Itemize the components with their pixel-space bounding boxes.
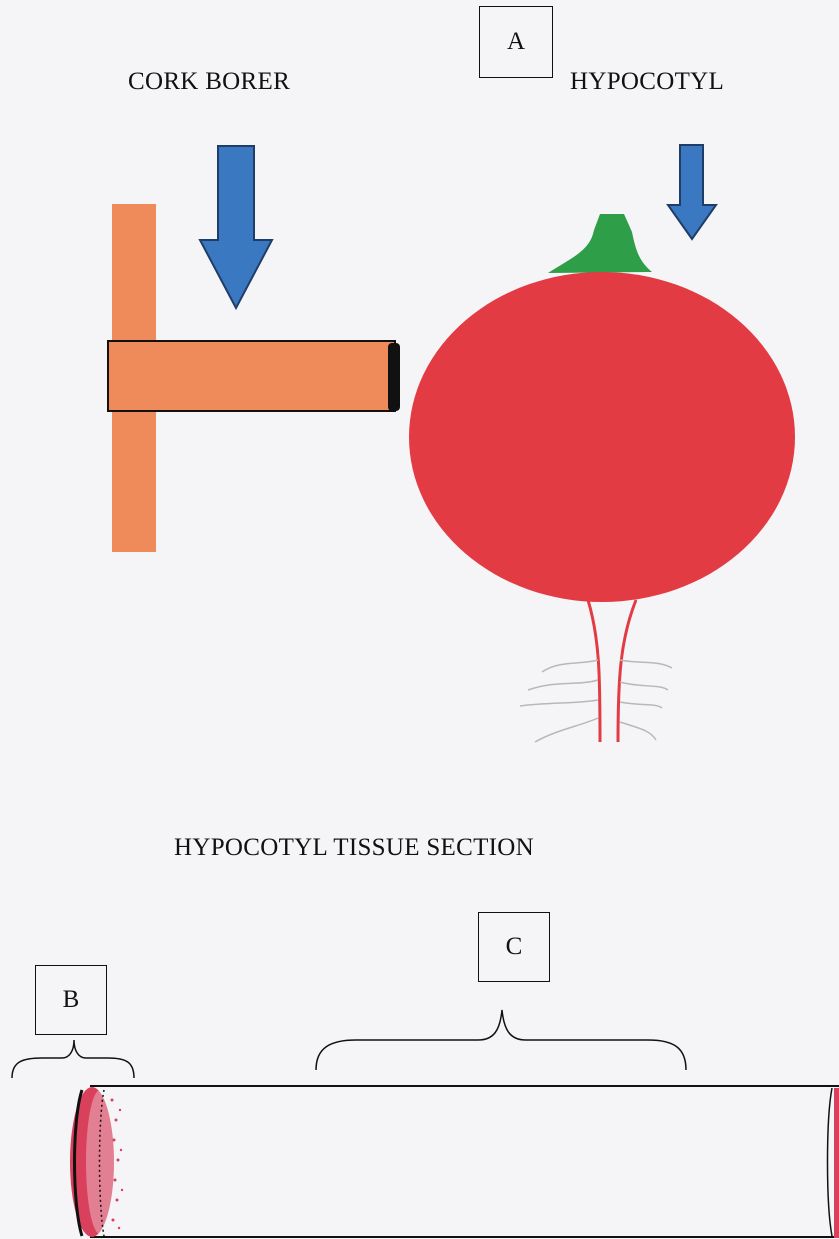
taproot [588,600,636,742]
box-b-label: B [63,986,80,1014]
cork-borer-tip [388,343,400,411]
bracket-c [316,1010,686,1070]
tissue-section-label: HYPOCOTYL TISSUE SECTION [174,834,534,862]
cork-borer-tube [108,341,395,411]
root-hairs [520,660,672,742]
box-a: A [479,6,553,78]
hypocotyl-label: HYPOCOTYL [570,68,724,96]
box-c-label: C [506,933,523,961]
bracket-b [12,1040,134,1078]
down-arrow-icon [200,146,272,308]
down-arrow-icon [668,145,716,239]
box-b: B [35,965,107,1035]
cork-borer-label: CORK BORER [128,68,290,96]
radish-leaves [548,214,652,273]
tissue-section-body [90,1086,830,1238]
box-a-label: A [507,28,525,56]
box-c: C [478,912,550,982]
radish-icon [409,272,795,602]
